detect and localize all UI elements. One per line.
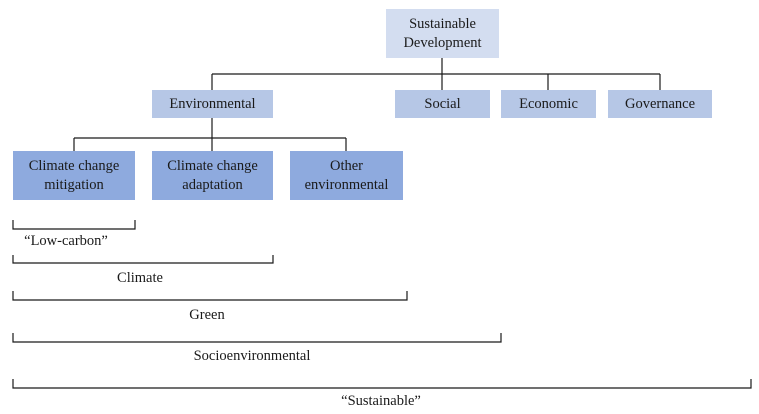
label-socioenvironmental: Socioenvironmental xyxy=(193,348,311,364)
label-sustainable: “Sustainable” xyxy=(341,393,421,409)
label-climate: Climate xyxy=(117,270,163,286)
node-social: Social xyxy=(395,90,490,118)
bracket-sustainable xyxy=(12,379,752,389)
bracket-climate xyxy=(12,255,274,264)
bracket-low-carbon xyxy=(12,220,136,230)
node-economic: Economic xyxy=(501,90,596,118)
bracket-green xyxy=(12,291,408,301)
node-environmental: Environmental xyxy=(152,90,273,118)
node-governance: Governance xyxy=(608,90,712,118)
node-climate-change-adaptation: Climate change adaptation xyxy=(152,151,273,200)
node-sustainable-development: Sustainable Development xyxy=(386,9,499,58)
node-climate-change-mitigation: Climate change mitigation xyxy=(13,151,135,200)
label-low-carbon: “Low-carbon” xyxy=(24,233,108,249)
label-green: Green xyxy=(189,307,225,323)
node-other-environmental: Other environmental xyxy=(290,151,403,200)
bracket-socioenvironmental xyxy=(12,333,502,343)
